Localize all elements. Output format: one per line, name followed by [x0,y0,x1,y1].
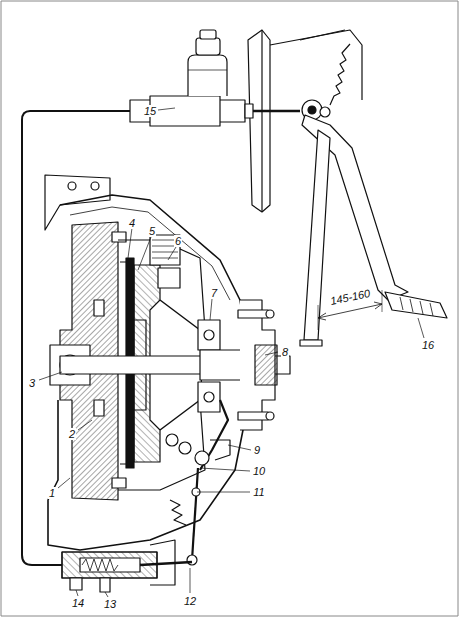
callout-number: 9 [253,444,261,456]
callout-number: 14 [71,597,85,609]
dimension-label: 145-160 [328,287,372,308]
callout-number: 2 [68,428,76,440]
callout-number: 11 [252,486,265,498]
callout-number: 8 [281,346,289,358]
callout-number: 5 [148,225,156,237]
callout-number: 6 [174,235,182,247]
callout-number: 1 [48,487,56,499]
callout-number: 4 [128,217,136,229]
callout-number: 7 [210,287,218,299]
callout-number: 15 [143,105,157,117]
callout-number: 13 [103,598,117,610]
callout-number: 3 [28,377,36,389]
callout-number: 10 [252,465,266,477]
callout-number: 16 [421,339,435,351]
callout-number: 12 [183,595,197,607]
